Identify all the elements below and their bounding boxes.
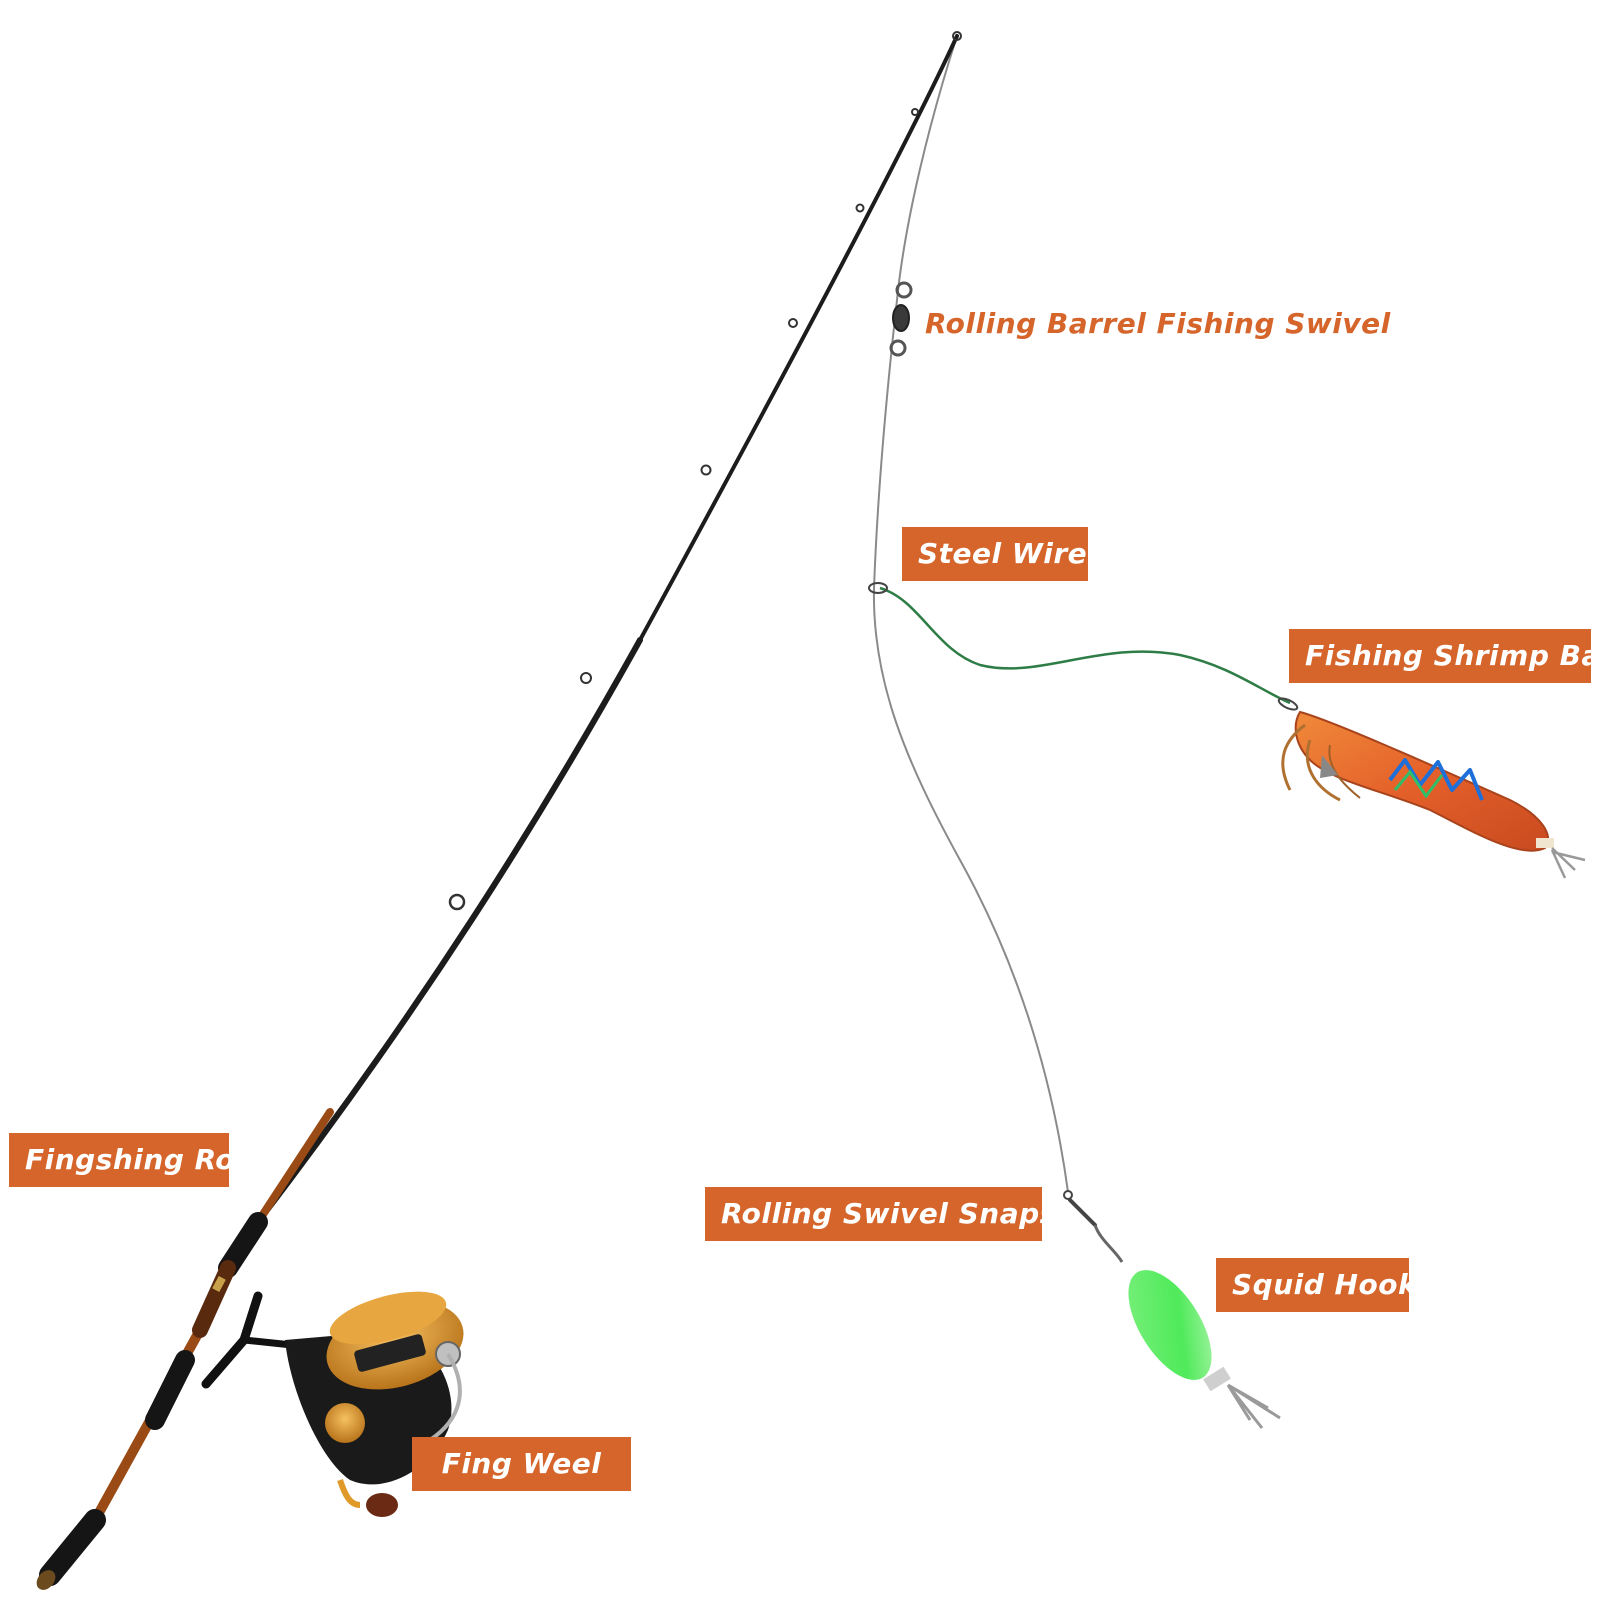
rolling-swivel-snap-icon <box>1063 1190 1124 1263</box>
spinning-reel-icon <box>201 1291 464 1517</box>
barrel-swivel-icon <box>889 281 913 357</box>
squid-jig-icon <box>1128 1270 1281 1429</box>
label-steel-wire: Steel Wire <box>902 527 1088 581</box>
steel-wire-leader <box>879 586 1291 705</box>
label-squid-hook: Squid Hook <box>1216 1258 1417 1312</box>
label-fishing-shrimp-bait: Fishing Shrimp Bait <box>1289 629 1600 683</box>
label-rolling-swivel-snaps: Rolling Swivel Snaps <box>705 1187 1056 1241</box>
fishing-rod-icon <box>36 31 962 1590</box>
label-fishing-rod: Fingshing Rod <box>9 1133 255 1187</box>
main-fishing-line <box>872 35 1069 1193</box>
shrimp-lure-icon <box>1277 697 1586 879</box>
label-rolling-barrel-fishing-swivel: Rolling Barrel Fishing Swivel <box>925 307 1391 340</box>
swivel-snap-icon <box>868 582 888 594</box>
label-fishing-reel: Fing Weel <box>412 1437 631 1491</box>
